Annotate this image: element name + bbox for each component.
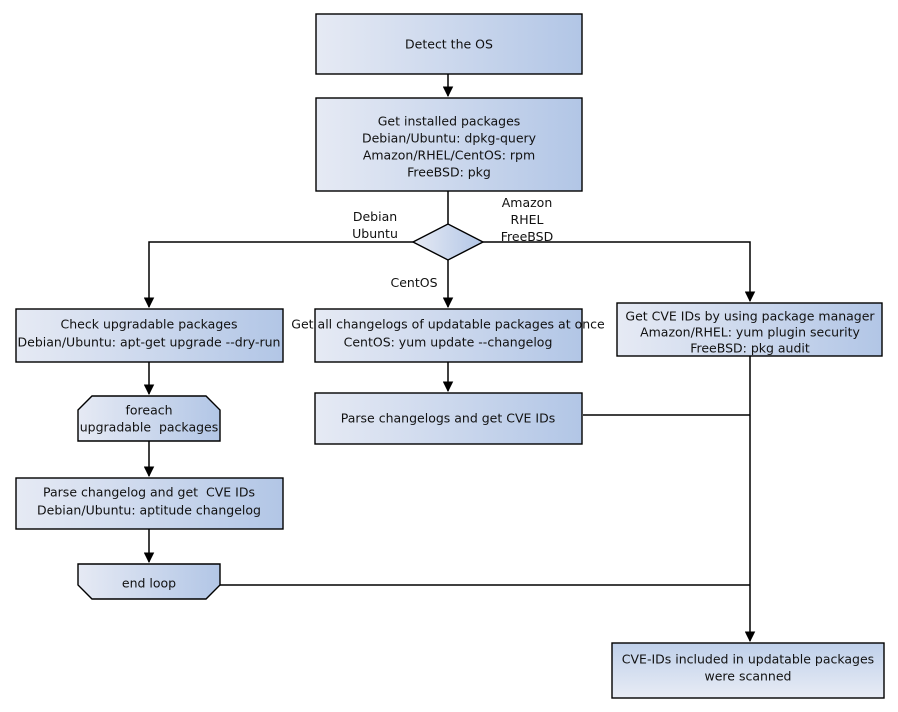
edge-label-debian: Debian <box>353 209 397 224</box>
node-end-loop-shape[interactable] <box>77 563 221 600</box>
edge-label-centos: CentOS <box>390 275 437 290</box>
node-foreach-upgradable-packages[interactable]: foreach upgradable packages <box>77 395 221 442</box>
connectors <box>143 74 756 643</box>
node-get-cve-ids-package-manager[interactable]: Get CVE IDs by using package manager Ama… <box>616 302 883 357</box>
node-get-all-changelogs-line-1: CentOS: yum update --changelog <box>344 335 553 350</box>
node-get-all-changelogs-line-0: Get all changelogs of updatable packages… <box>291 317 605 332</box>
edge-label-ubuntu: Ubuntu <box>352 226 398 241</box>
node-parse-changelog-get-cve-ids-line-1: Debian/Ubuntu: aptitude changelog <box>37 503 261 518</box>
edge-label-freebsd: FreeBSD <box>501 229 553 244</box>
node-parse-changelog-get-cve-ids[interactable]: Parse changelog and get CVE IDs Debian/U… <box>15 477 284 530</box>
node-get-installed-packages-line-1: Debian/Ubuntu: dpkg-query <box>362 131 537 146</box>
node-parse-changelogs-get-cve-ids-shape[interactable] <box>314 392 583 445</box>
node-end-loop[interactable]: end loop <box>77 563 221 600</box>
node-os-decision-shape[interactable] <box>411 223 485 261</box>
edge-decision-to-check-upgradable <box>143 241 413 309</box>
node-os-decision[interactable] <box>411 223 485 261</box>
node-foreach-upgradable-packages-line-0: foreach <box>125 403 172 418</box>
node-get-installed-packages-line-3: FreeBSD: pkg <box>407 165 491 180</box>
node-detect-os[interactable]: Detect the OS <box>315 13 583 75</box>
node-parse-changelog-get-cve-ids-shape[interactable] <box>15 477 284 530</box>
edge-decision-to-cve-package-manager <box>483 241 756 303</box>
edge-labels: Debian Ubuntu Amazon RHEL FreeBSD CentOS <box>352 195 553 290</box>
node-check-upgradable-packages-line-0: Check upgradable packages <box>61 317 238 332</box>
node-cve-ids-scanned-line-0: CVE-IDs included in updatable packages <box>622 652 874 667</box>
node-cve-ids-scanned-line-1: were scanned <box>705 669 792 684</box>
node-get-cve-ids-package-manager-line-2: FreeBSD: pkg audit <box>690 341 810 356</box>
node-get-installed-packages-shape[interactable] <box>315 97 583 192</box>
node-detect-os-shape[interactable] <box>315 13 583 75</box>
node-get-installed-packages-line-2: Amazon/RHEL/CentOS: rpm <box>363 148 535 163</box>
node-check-upgradable-packages-line-1: Debian/Ubuntu: apt-get upgrade --dry-run <box>18 335 281 350</box>
node-get-all-changelogs-shape[interactable] <box>314 308 583 363</box>
node-get-installed-packages[interactable]: Get installed packages Debian/Ubuntu: dp… <box>315 97 583 192</box>
node-cve-ids-scanned[interactable]: CVE-IDs included in updatable packages w… <box>611 642 885 699</box>
node-parse-changelogs-get-cve-ids[interactable]: Parse changelogs and get CVE IDs <box>314 392 583 445</box>
node-parse-changelog-get-cve-ids-line-0: Parse changelog and get CVE IDs <box>43 485 255 500</box>
edge-label-rhel: RHEL <box>511 212 544 227</box>
node-get-cve-ids-package-manager-line-1: Amazon/RHEL: yum plugin security <box>640 325 860 340</box>
node-detect-os-line-0: Detect the OS <box>405 37 493 52</box>
node-parse-changelogs-get-cve-ids-line-0: Parse changelogs and get CVE IDs <box>341 411 555 426</box>
node-check-upgradable-packages-shape[interactable] <box>15 308 284 363</box>
node-check-upgradable-packages[interactable]: Check upgradable packages Debian/Ubuntu:… <box>15 308 284 363</box>
node-get-cve-ids-package-manager-shape[interactable] <box>616 302 883 357</box>
node-get-cve-ids-package-manager-line-0: Get CVE IDs by using package manager <box>625 309 875 324</box>
node-end-loop-line-0: end loop <box>122 576 176 591</box>
node-cve-ids-scanned-shape[interactable] <box>611 642 885 699</box>
node-foreach-upgradable-packages-shape[interactable] <box>77 395 221 442</box>
node-get-installed-packages-line-0: Get installed packages <box>378 114 521 129</box>
node-foreach-upgradable-packages-line-1: upgradable packages <box>80 420 219 435</box>
node-get-all-changelogs[interactable]: Get all changelogs of updatable packages… <box>291 308 605 363</box>
edge-label-amazon: Amazon <box>502 195 553 210</box>
